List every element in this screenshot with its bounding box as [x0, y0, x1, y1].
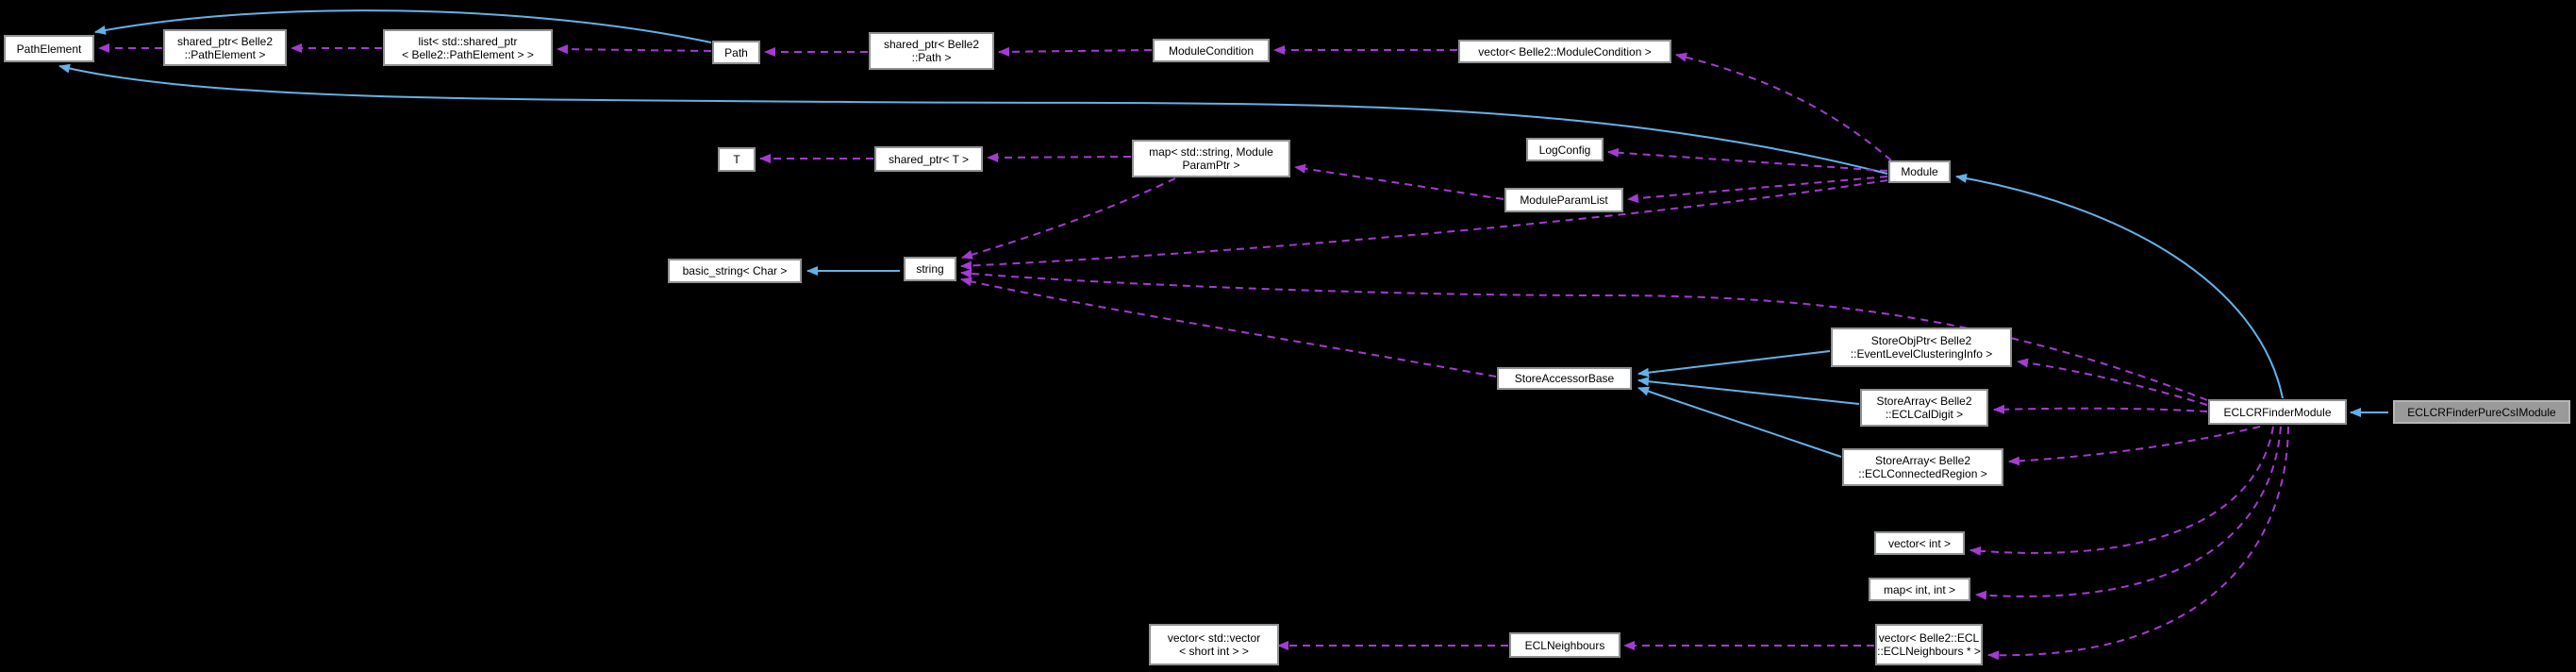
node-map-int-int[interactable]: map< int, int >: [1869, 578, 1970, 601]
node-shared-ptr-path[interactable]: shared_ptr< Belle2 ::Path >: [869, 32, 994, 70]
node-vector-vector-short-int[interactable]: vector< std::vector < short int > >: [1149, 624, 1279, 665]
node-vector-modulecondition[interactable]: vector< Belle2::ModuleCondition >: [1458, 40, 1671, 63]
edge-eclcrfindermodule-to-vector-eclneighbours-ptr: [1987, 426, 2289, 661]
node-storeaccessorbase[interactable]: StoreAccessorBase: [1497, 367, 1632, 390]
node-vector-int[interactable]: vector< int >: [1874, 531, 1965, 555]
node-storeobjptr-eventlevelclusteringinfo[interactable]: StoreObjPtr< Belle2 ::EventLevelClusteri…: [1831, 328, 2012, 367]
edge-storearray-eclcaldigit-to-storeaccessorbase-inheritance: [1637, 377, 1860, 405]
edge-path-to-pathelement-inheritance: [94, 9, 712, 43]
node-map-string-moduleparamptr[interactable]: map< std::string, Module ParamPtr >: [1132, 140, 1290, 177]
node-shared-ptr-pathelement[interactable]: shared_ptr< Belle2 ::PathElement >: [163, 29, 287, 66]
edge-module-to-pathelement-inheritance: [58, 63, 1888, 175]
edge-storeobjptr-to-storeaccessorbase-inheritance: [1637, 350, 1831, 378]
edge-modulecondition-to-shared-ptr-path: [998, 46, 1153, 57]
edge-storeaccessorbase-to-string: [960, 277, 1497, 378]
node-string[interactable]: string: [904, 257, 956, 281]
node-t[interactable]: T: [718, 147, 756, 172]
node-pathelement[interactable]: PathElement: [4, 35, 94, 62]
node-storearray-eclcaldigit[interactable]: StoreArray< Belle2 ::ECLCalDigit >: [1860, 389, 1988, 427]
edge-map-to-shared-ptr-t: [987, 152, 1132, 162]
edge-module-to-string: [960, 179, 1888, 271]
edge-eclcrfindermodule-to-storeobjptr: [2017, 358, 2208, 406]
node-modulecondition[interactable]: ModuleCondition: [1153, 39, 1270, 62]
edge-module-to-logconfig: [1607, 147, 1888, 172]
node-eclcrfinderpurecsimodule[interactable]: ECLCRFinderPureCsIModule: [2393, 400, 2570, 424]
node-list-shared-ptr-pathelement[interactable]: list< std::shared_ptr < Belle2::PathElem…: [383, 29, 553, 66]
edge-eclcrfindermodule-to-storearray-eclconnectedregion: [2008, 426, 2261, 466]
node-module[interactable]: Module: [1888, 160, 1951, 183]
edge-eclcrfindermodule-to-map-int-int: [1975, 426, 2282, 600]
edge-eclcrfindermodule-to-storearray-eclcaldigit: [1993, 404, 2208, 414]
edge-module-to-vector-modulecondition: [1675, 52, 1892, 161]
node-shared-ptr-t[interactable]: shared_ptr< T >: [874, 146, 983, 172]
edge-eclcrfindermodule-to-string: [960, 268, 2208, 401]
node-basic-string-char[interactable]: basic_string< Char >: [668, 259, 802, 283]
node-logconfig[interactable]: LogConfig: [1526, 138, 1604, 161]
node-eclcrfindermodule[interactable]: ECLCRFinderModule: [2208, 399, 2347, 425]
node-moduleparamlist[interactable]: ModuleParamList: [1504, 188, 1623, 212]
edge-path-to-list: [557, 44, 712, 55]
edge-moduleparamlist-to-map: [1294, 163, 1504, 200]
edge-eclcrfindermodule-to-vector-int: [1969, 426, 2274, 556]
edge-module-to-moduleparamlist: [1627, 176, 1888, 204]
node-vector-eclneighbours-ptr[interactable]: vector< Belle2::ECL ::ECLNeighbours * >: [1875, 624, 1983, 665]
edge-eclcrfindermodule-to-module-inheritance: [1955, 173, 2284, 399]
edge-map-to-string: [961, 177, 1176, 260]
node-eclneighbours[interactable]: ECLNeighbours: [1509, 632, 1620, 658]
node-path[interactable]: Path: [712, 41, 760, 64]
node-storearray-eclconnectedregion[interactable]: StoreArray< Belle2 ::ECLConnectedRegion …: [1842, 448, 2003, 486]
edge-storearray-eclconnectedregion-to-storeaccessorbase-inheritance: [1637, 386, 1842, 458]
